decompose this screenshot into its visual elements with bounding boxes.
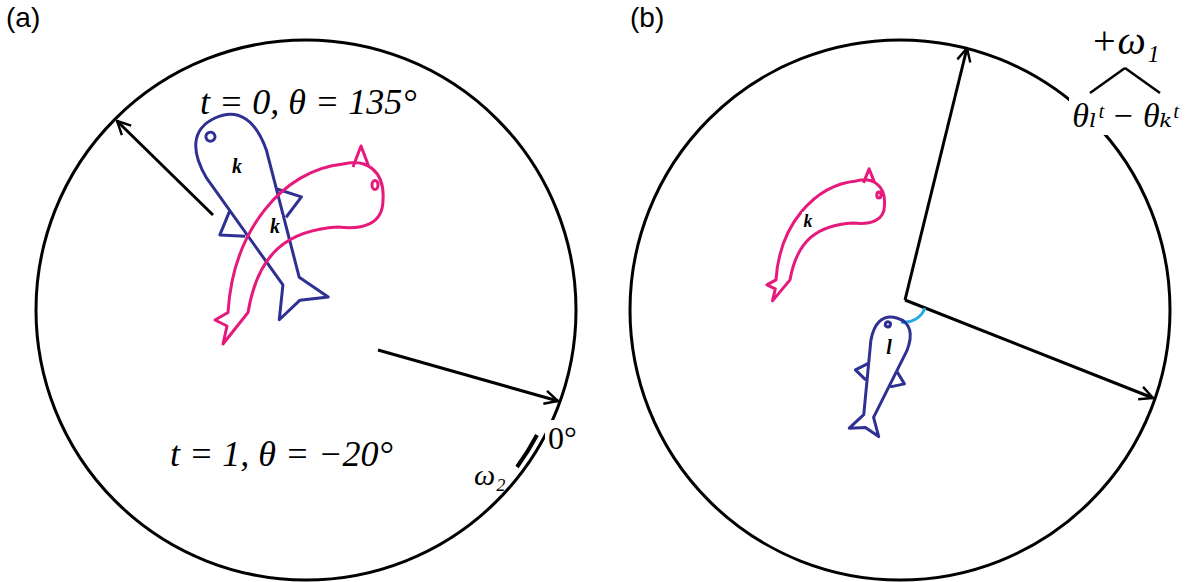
fish-shape [840,311,922,439]
fish-marker: k [266,213,284,239]
fish-marker: k [800,210,817,234]
angle-annotation: t = 0, θ = 135° [200,82,417,123]
fish-letter: k [268,215,282,237]
fish-marker: l [882,334,896,360]
fish-letter: k [230,155,244,177]
panel-label: (b) [630,2,664,34]
angular-velocity-label: ω₂ [474,458,506,493]
direction-arrow [378,350,558,401]
panel-label: (a) [6,2,40,34]
rotation-mark [517,435,537,467]
fish-marker: k [228,153,246,179]
fish-shape [174,99,344,327]
fish-letter: l [884,336,894,358]
angle-difference-label: θₗᵗ − θₖᵗ [1069,96,1180,135]
fish-letter: k [802,212,815,232]
angle-annotation: t = 1, θ = −20° [170,434,393,475]
angular-velocity-label: +ω₁ [1090,18,1159,64]
tree-branch [1090,68,1125,93]
fish-shape [766,169,884,301]
fish-shape [215,146,383,344]
direction-arrow [905,300,1153,398]
angle-circle [36,40,576,580]
tree-branch [1125,68,1160,93]
direction-arrow [905,48,967,300]
zero-degree-label: 0° [545,420,580,457]
